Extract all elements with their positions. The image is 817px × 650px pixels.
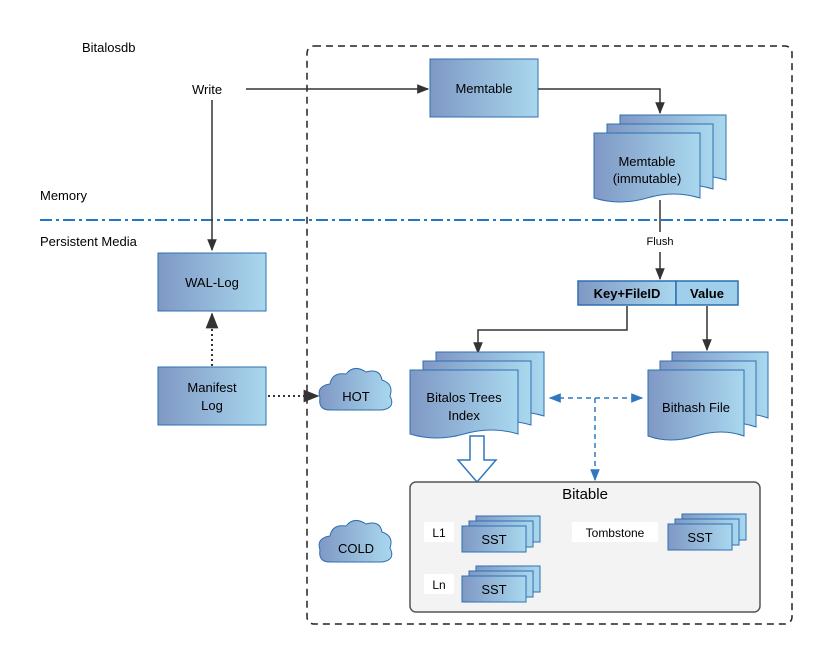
manifest-log-box: Manifest Log [157,366,267,426]
memtable-immutable-stack: Memtable (immutable) [593,114,727,203]
key-to-trees-arrow [473,306,628,355]
memtable-box: Memtable [429,58,539,118]
flush-label: Flush [647,236,674,248]
trees-label-2: Index [448,408,480,423]
hot-label: HOT [342,389,370,404]
key-value-split: Key+FileID Value [577,280,739,306]
ln-label: Ln [432,578,445,592]
hot-cloud-icon: HOT [318,368,393,411]
manifest-label-2: Log [201,398,223,413]
persistent-media-label: Persistent Media [40,234,138,249]
manifest-label-1: Manifest [187,380,237,395]
cold-label: COLD [338,541,374,556]
write-label: Write [192,82,222,97]
bithash-label: Bithash File [662,400,730,415]
ln-sst-label: SST [481,582,506,597]
trees-to-bitable-arrow [456,435,498,484]
tombstone-label: Tombstone [586,526,645,540]
bitalos-trees-index-stack: Bitalos Trees Index [409,351,545,439]
trees-label-1: Bitalos Trees [426,390,502,405]
memtable-label: Memtable [455,81,512,96]
diagram-title: Bitalosdb [82,40,135,55]
memtable-immutable-label-2: (immutable) [613,171,682,186]
memtable-to-immutable-arrow [538,88,665,115]
bitable-title: Bitable [562,486,608,503]
tombstone-sst-stack: SST [667,513,747,551]
wal-log-label: WAL-Log [185,275,239,290]
bithash-file-stack: Bithash File [647,351,769,441]
l1-sst-label: SST [481,532,506,547]
wal-log-box: WAL-Log [157,252,267,312]
memtable-immutable-label-1: Memtable [618,154,675,169]
cold-cloud-icon: COLD [318,520,393,563]
value-label: Value [690,286,724,301]
l1-sst-stack: SST [461,515,541,553]
tombstone-sst-label: SST [687,530,712,545]
ln-sst-stack: SST [461,565,541,603]
memory-label: Memory [40,188,87,203]
l1-label: L1 [432,526,446,540]
key-fileid-label: Key+FileID [594,286,661,301]
